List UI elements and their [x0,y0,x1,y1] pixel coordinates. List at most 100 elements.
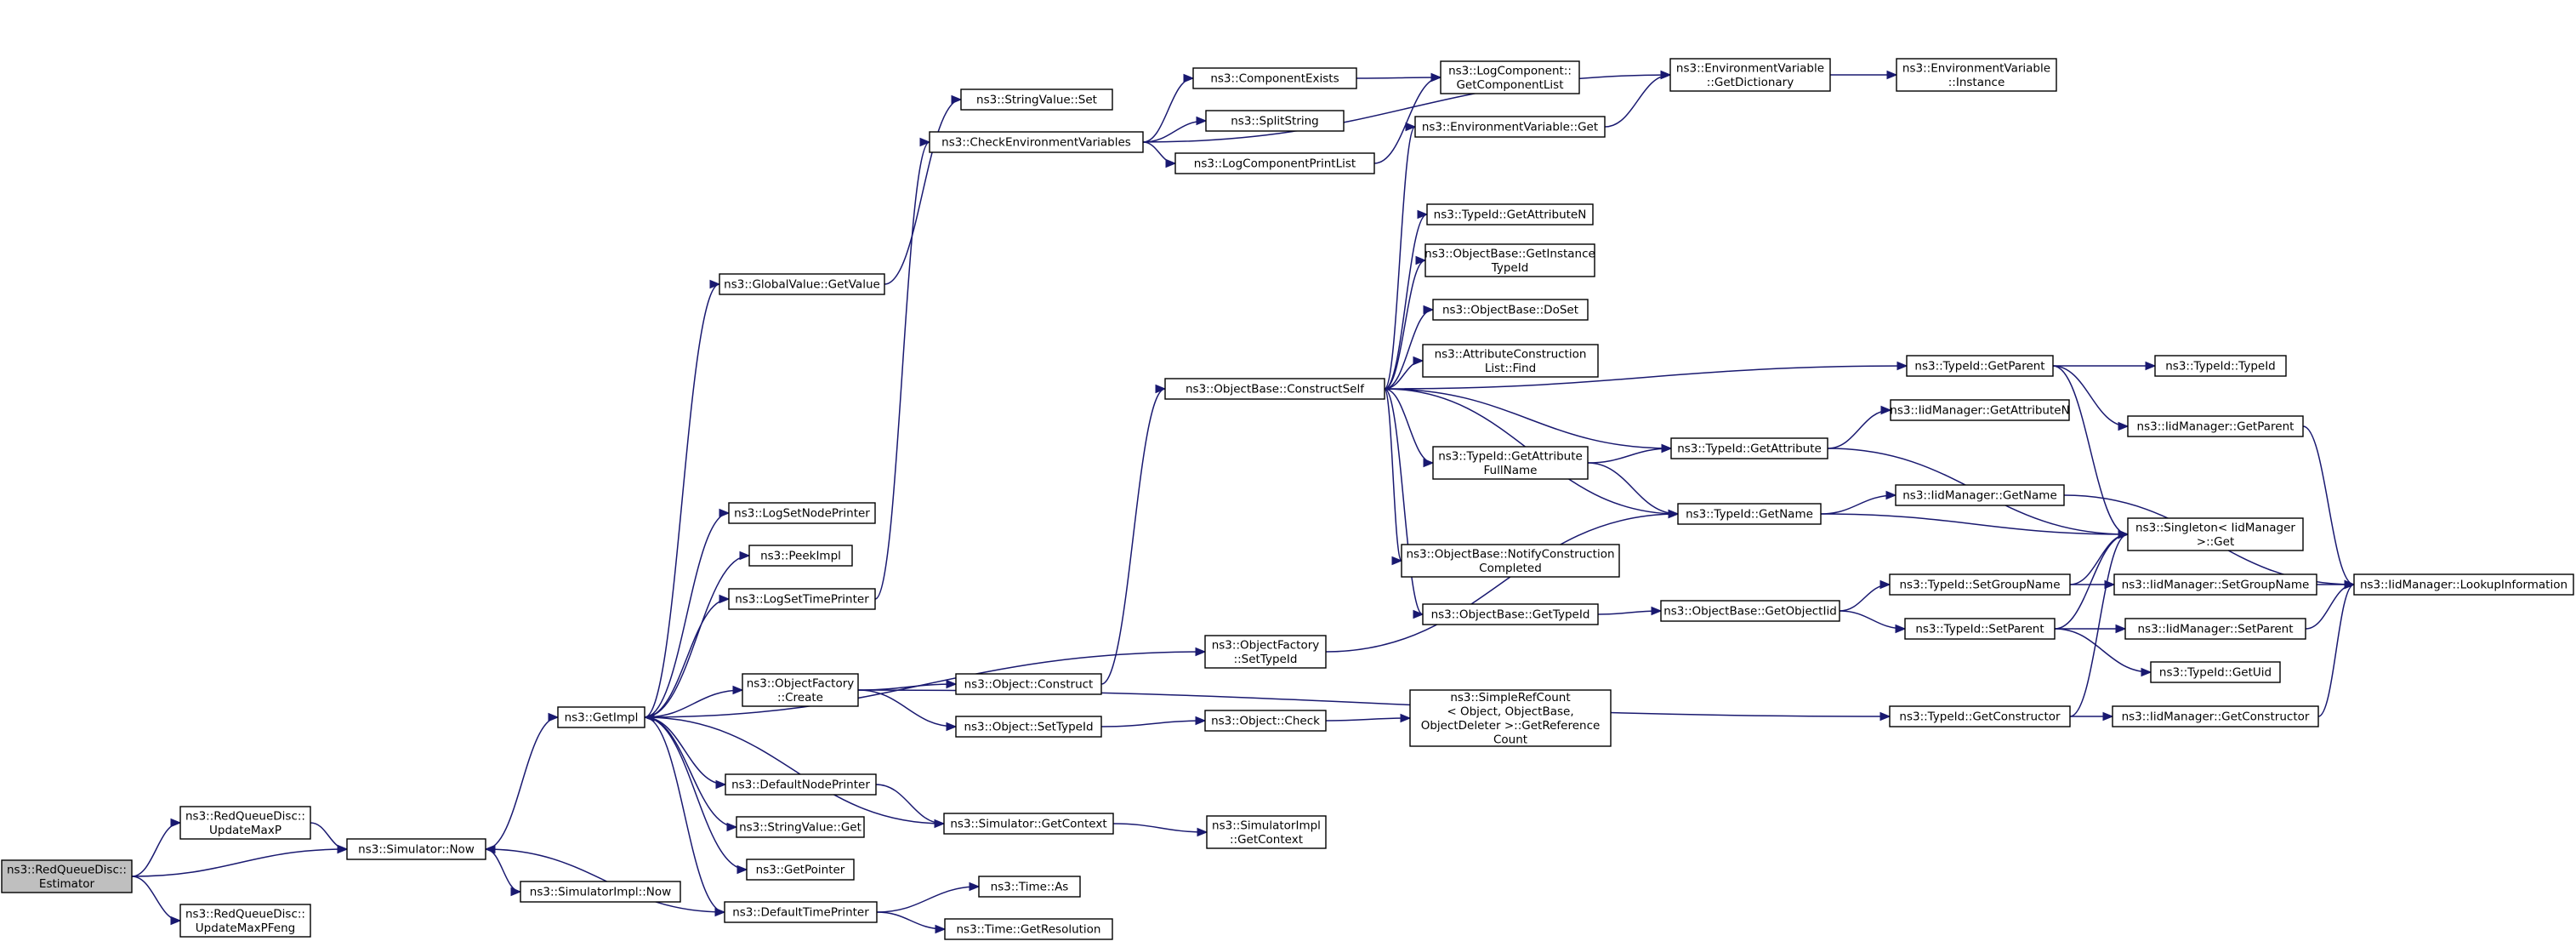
node-label: ns3::ObjectFactory [1212,638,1320,652]
node-tidsetparent[interactable]: ns3::TypeId::SetParent [1904,618,2056,640]
node-objconstruct[interactable]: ns3::Object::Construct [955,673,1102,695]
edge-getimpl-to-logsetnode [644,512,730,718]
node-timegetres[interactable]: ns3::Time::GetResolution [944,918,1113,940]
node-logsetnode[interactable]: ns3::LogSetNodePrinter [728,502,876,524]
node-envinstance[interactable]: ns3::EnvironmentVariable::Instance [1896,58,2057,92]
node-iidgetname[interactable]: ns3::IidManager::GetName [1895,484,2065,506]
edge-objcheck-to-simplerefcount [1325,717,1411,722]
arrowhead [1668,509,1680,519]
node-obgettypeid[interactable]: ns3::ObjectBase::GetTypeId [1422,603,1599,625]
node-box [725,773,877,796]
arrowhead [1197,827,1208,837]
node-simgetcontext[interactable]: ns3::Simulator::GetContext [943,813,1114,835]
node-obdoset[interactable]: ns3::ObjectBase::DoSet [1432,299,1589,321]
arrowhead [170,818,182,828]
node-updatemaxp[interactable]: ns3::RedQueueDisc::UpdateMaxP [179,806,311,840]
node-envgetdict[interactable]: ns3::EnvironmentVariable::GetDictionary [1669,58,1831,92]
node-peekimpl[interactable]: ns3::PeekImpl [748,545,853,567]
node-iidlookup[interactable]: ns3::IidManager::LookupInformation [2353,573,2574,596]
node-box [520,881,681,903]
node-tidtypeid[interactable]: ns3::TypeId::TypeId [2154,355,2287,377]
node-label: ns3::TypeId::SetGroupName [1899,579,2060,592]
arrowhead [1165,158,1177,168]
node-obnotify[interactable]: ns3::ObjectBase::NotifyConstructionCompl… [1401,544,1620,578]
edge-getimpl-to-deftimeprinter [644,716,725,913]
node-tidgetname[interactable]: ns3::TypeId::GetName [1677,503,1822,525]
node-splitstring[interactable]: ns3::SplitString [1205,110,1345,132]
node-tidgetattrn[interactable]: ns3::TypeId::GetAttributeN [1426,203,1594,225]
node-logsettime[interactable]: ns3::LogSetTimePrinter [728,588,876,610]
node-ofsettypeid[interactable]: ns3::ObjectFactory::SetTypeId [1204,635,1327,669]
node-tidgetparent[interactable]: ns3::TypeId::GetParent [1906,355,2054,377]
node-tidgetattribute[interactable]: ns3::TypeId::GetAttribute [1670,437,1828,459]
edge-getimpl-to-gvgetvalue [644,283,720,718]
node-box [1904,618,2056,640]
edge-obconstructself-to-envget [1384,126,1416,390]
node-getpointer[interactable]: ns3::GetPointer [746,859,855,881]
node-label: ns3::TypeId::GetParent [1914,360,2044,374]
node-objsettypeid[interactable]: ns3::Object::SetTypeId [955,716,1102,738]
node-updatemaxpfeng[interactable]: ns3::RedQueueDisc::UpdateMaxPFeng [179,904,311,938]
node-simimplnow[interactable]: ns3::SimulatorImpl::Now [520,881,681,903]
node-box [748,545,853,567]
node-simnow[interactable]: ns3::Simulator::Now [346,838,486,860]
node-label: ns3::RedQueueDisc:: [185,809,305,823]
arrowhead [2115,624,2127,634]
edge-getimpl-to-ofcreate [644,689,743,718]
arrowhead [1896,361,1908,371]
node-deftimeprinter[interactable]: ns3::DefaultTimePrinter [724,901,878,923]
node-label: ns3::ObjectBase::NotifyConstruction [1406,547,1614,561]
edge-estimator-to-simnow [131,848,348,877]
node-svset[interactable]: ns3::StringValue::Set [960,88,1113,111]
node-simimplgetcontext[interactable]: ns3::SimulatorImpl::GetContext [1206,815,1327,849]
node-label: < Object, ObjectBase, [1447,705,1573,718]
edge-ofcreate-to-objconstruct [857,683,957,691]
arrowhead [951,94,963,105]
arrowhead [732,685,744,695]
node-timeas[interactable]: ns3::Time::As [978,876,1081,898]
node-iidgetconstructor[interactable]: ns3::IidManager::GetConstructor [2112,705,2319,727]
node-logcompgetlist[interactable]: ns3::LogComponent::GetComponentList [1440,60,1580,94]
node-iidsetgroupname[interactable]: ns3::IidManager::SetGroupName [2113,573,2317,596]
node-singletonget[interactable]: ns3::Singleton< IidManager >::Get [2127,517,2304,551]
node-box [1424,243,1595,277]
node-svget[interactable]: ns3::StringValue::Get [736,816,865,838]
node-objcheck[interactable]: ns3::Object::Check [1204,710,1327,732]
node-simplerefcount[interactable]: ns3::SimpleRefCount< Object, ObjectBase,… [1409,689,1612,747]
node-defnodeprinter[interactable]: ns3::DefaultNodePrinter [725,773,877,796]
node-checkenv[interactable]: ns3::CheckEnvironmentVariables [929,131,1144,153]
node-box [1204,710,1327,732]
node-iidgetattrn[interactable]: ns3::IidManager::GetAttributeN [1890,399,2070,421]
node-ofcreate[interactable]: ns3::ObjectFactory::Create [742,673,859,707]
node-compexists[interactable]: ns3::ComponentExists [1192,67,1357,89]
node-logcompprint[interactable]: ns3::LogComponentPrintList [1174,152,1375,174]
edge-objconstruct-to-obconstructself [1100,388,1166,685]
node-label: GetComponentList [1456,78,1563,92]
node-label: ns3::IidManager::GetConstructor [2122,710,2310,724]
node-tidsetgroupname[interactable]: ns3::TypeId::SetGroupName [1889,573,2071,596]
node-label: ns3::StringValue::Set [976,94,1097,107]
node-iidsetparent[interactable]: ns3::IidManager::SetParent [2124,618,2306,640]
edge-tidsetparent-to-tidgetuid [2054,628,2152,673]
edge-simgetcontext-to-getimpl [644,716,945,824]
node-envget[interactable]: ns3::EnvironmentVariable::Get [1414,116,1606,138]
node-obgetobjectiid[interactable]: ns3::ObjectBase::GetObjectIid [1660,600,1840,622]
edge-iidgetconstructor-to-iidlookup [2317,584,2355,717]
node-label: ns3::RedQueueDisc:: [7,863,127,876]
node-label: ns3::LogSetTimePrinter [735,593,869,607]
arrowhead [643,712,655,722]
node-box [1440,60,1580,94]
node-tidgetuid[interactable]: ns3::TypeId::GetUid [2150,661,2281,683]
node-getimpl[interactable]: ns3::GetImpl [557,706,645,728]
edge-tidgetparent-to-singletonget [2052,365,2129,535]
node-gvgetvalue[interactable]: ns3::GlobalValue::GetValue [719,273,885,295]
node-estimator[interactable]: ns3::RedQueueDisc::Estimator [1,859,133,893]
node-box [1422,603,1599,625]
node-iidgetparent[interactable]: ns3::IidManager::GetParent [2127,415,2304,437]
call-nodes: ns3::RedQueueDisc::Estimatorns3::RedQueu… [1,58,2574,940]
node-tidgetconstructor[interactable]: ns3::TypeId::GetConstructor [1889,705,2071,727]
node-obconstructself[interactable]: ns3::ObjectBase::ConstructSelf [1164,378,1385,400]
